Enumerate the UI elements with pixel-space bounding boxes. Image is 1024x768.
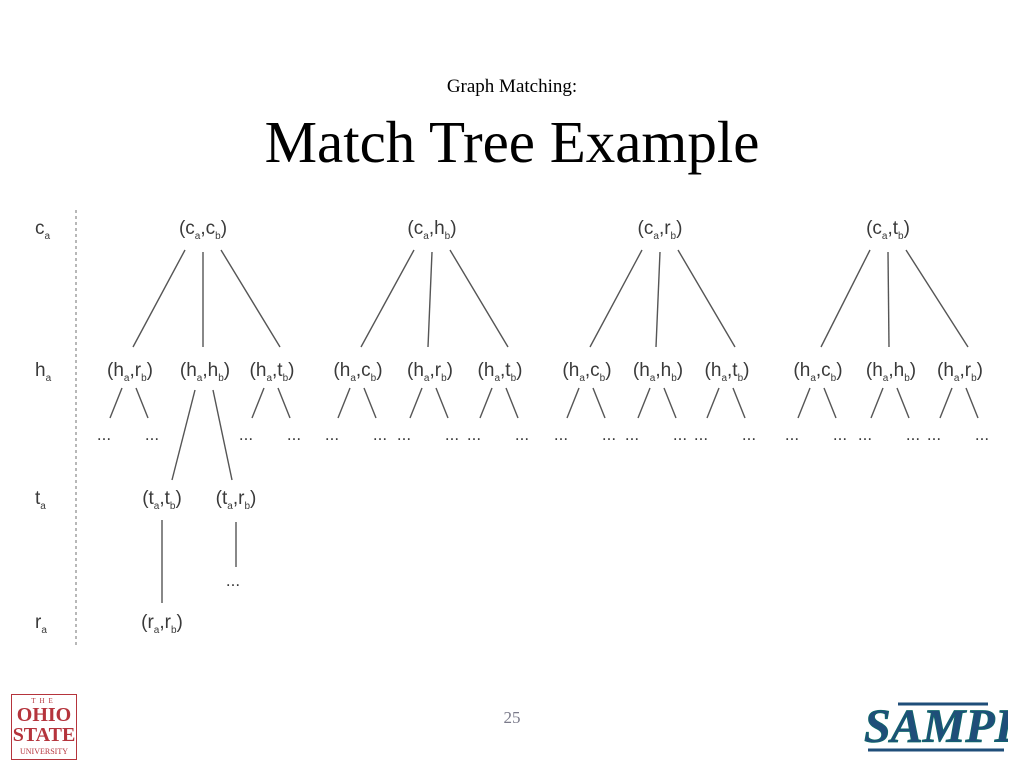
ohio-state-logo: THE OHIO STATE UNIVERSITY	[11, 694, 77, 760]
edge-root1-child3	[220, 249, 281, 348]
edge-root3-child1	[589, 249, 643, 348]
ellipsis-left: ...	[239, 425, 253, 444]
edge-child-left	[637, 387, 651, 419]
level-label-t: ta	[35, 488, 46, 512]
root-node-1: (ca,cb)	[179, 218, 227, 242]
slide-subtitle: Graph Matching:	[446, 76, 578, 97]
edge-child-right	[135, 387, 149, 419]
level3-node-2: (ta,rb)	[216, 488, 257, 512]
edge-child-left	[337, 387, 351, 419]
edge-child-right	[505, 387, 519, 419]
edge-child-right	[277, 387, 291, 419]
edge-root4-child1	[820, 249, 871, 348]
slide-title: Match Tree Example	[264, 109, 760, 175]
edge-child-right	[823, 387, 837, 419]
root-node-3: (ca,rb)	[638, 218, 683, 242]
level-label-c: ca	[35, 218, 51, 242]
edge-root2-child1	[360, 249, 415, 348]
child-node-2-2: (ha,rb)	[407, 360, 453, 384]
ellipsis-left: ...	[694, 425, 708, 444]
edge-root4-child3	[905, 249, 969, 348]
edge-child-left	[797, 387, 811, 419]
ellipsis-left: ...	[325, 425, 339, 444]
edge-child-right	[592, 387, 606, 419]
page-number: 25	[503, 708, 521, 727]
edge-child-left	[706, 387, 720, 419]
edge-child-right	[732, 387, 746, 419]
ellipsis-level4: ...	[226, 571, 240, 590]
edge-child-left	[109, 387, 123, 419]
osu-logo-top: THE	[31, 697, 57, 705]
level-label-r: ra	[35, 612, 47, 636]
ellipsis-right: ...	[673, 425, 687, 444]
child-node-1-2: (ha,hb)	[180, 360, 230, 384]
ellipsis-left: ...	[467, 425, 481, 444]
child-node-2-3: (ha,tb)	[478, 360, 523, 384]
root-node-4: (ca,tb)	[866, 218, 910, 242]
sampl-logo-text: SAMPL	[864, 700, 1008, 753]
edge-child-right	[896, 387, 910, 419]
ellipsis-left: ...	[97, 425, 111, 444]
child-node-2-1: (ha,cb)	[333, 360, 382, 384]
edge-child-left	[939, 387, 953, 419]
edge-child-left	[409, 387, 423, 419]
child-node-3-2: (ha,hb)	[633, 360, 683, 384]
ellipsis-right: ...	[602, 425, 616, 444]
edge-child-left	[870, 387, 884, 419]
ellipsis-right: ...	[742, 425, 756, 444]
child-node-4-3: (ha,rb)	[937, 360, 983, 384]
ellipsis-left: ...	[927, 425, 941, 444]
sampl-logo: SAMPL	[864, 694, 1008, 753]
ellipsis-right: ...	[373, 425, 387, 444]
ellipsis-right: ...	[145, 425, 159, 444]
edge-child-right	[363, 387, 377, 419]
ellipsis-left: ...	[397, 425, 411, 444]
ellipsis-right: ...	[515, 425, 529, 444]
ellipsis-right: ...	[287, 425, 301, 444]
child-node-4-1: (ha,cb)	[793, 360, 842, 384]
ellipsis-right: ...	[906, 425, 920, 444]
edge-root2-child3	[449, 249, 509, 348]
child-node-1-3: (ha,tb)	[250, 360, 295, 384]
ellipsis-right: ...	[975, 425, 989, 444]
edge-expanded-right	[212, 389, 233, 481]
ellipsis-left: ...	[785, 425, 799, 444]
osu-logo-line3: UNIVERSITY	[20, 747, 68, 756]
level-label-h: ha	[35, 360, 52, 384]
level4-node-1: (ra,rb)	[141, 612, 183, 636]
edge-root2-child2	[427, 251, 433, 348]
ellipsis-left: ...	[625, 425, 639, 444]
edge-root3-child3	[677, 249, 736, 348]
edge-root4-child2	[887, 251, 890, 348]
ellipsis-left: ...	[858, 425, 872, 444]
edge-child-left	[566, 387, 580, 419]
edge-child-left	[479, 387, 493, 419]
child-node-3-3: (ha,tb)	[705, 360, 750, 384]
edge-child-left	[251, 387, 265, 419]
edge-child-right	[663, 387, 677, 419]
root-node-2: (ca,hb)	[407, 218, 456, 242]
level3-node-1: (ta,tb)	[142, 488, 182, 512]
edge-root1-child1	[132, 249, 186, 348]
child-node-1-1: (ha,rb)	[107, 360, 153, 384]
ellipsis-left: ...	[554, 425, 568, 444]
child-node-4-2: (ha,hb)	[866, 360, 916, 384]
osu-logo-line1: OHIO	[16, 704, 72, 726]
edge-root3-child2	[655, 251, 661, 348]
edge-child-right	[435, 387, 449, 419]
edge-child-right	[965, 387, 979, 419]
ellipsis-right: ...	[833, 425, 847, 444]
ellipsis-right: ...	[445, 425, 459, 444]
child-node-3-1: (ha,cb)	[562, 360, 611, 384]
edge-expanded-left	[171, 389, 196, 481]
osu-logo-line2: STATE	[12, 724, 76, 746]
